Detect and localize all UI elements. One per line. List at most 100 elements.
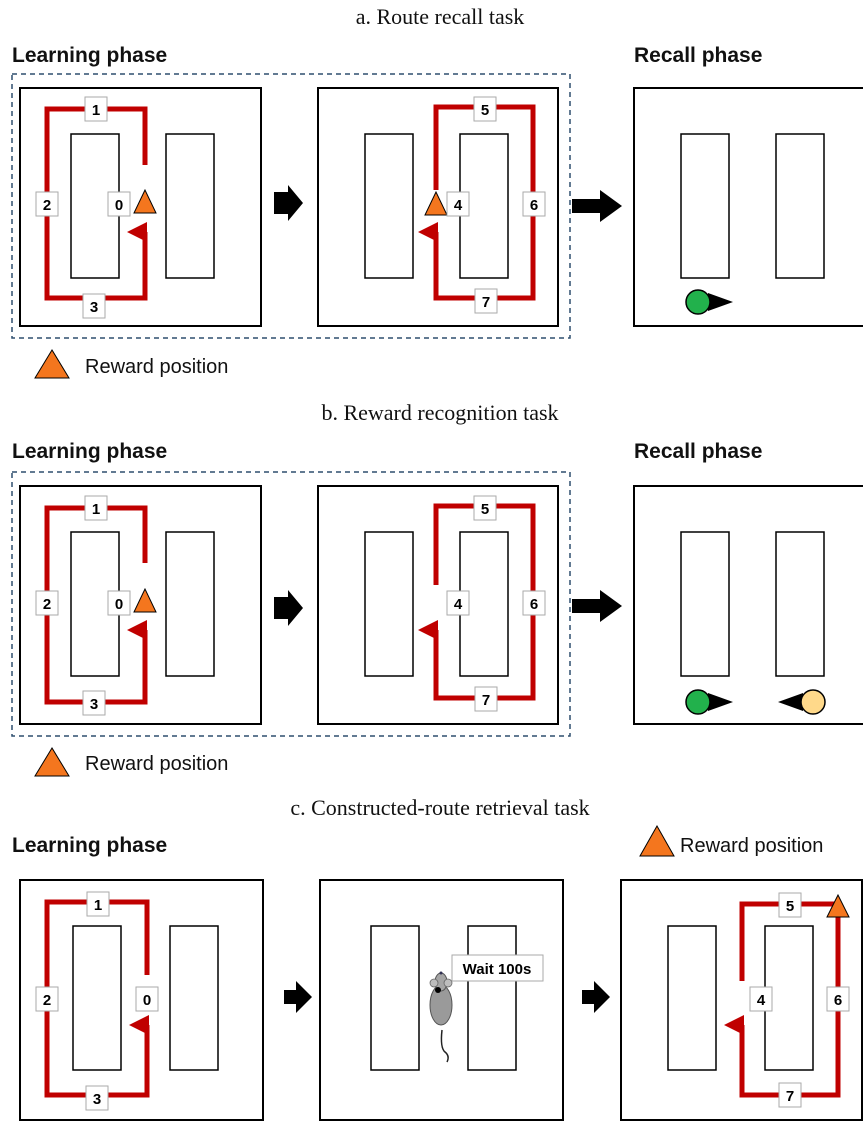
reward-triangle-icon xyxy=(133,188,157,214)
segment-label: 0 xyxy=(115,197,123,214)
panel-c-title: c. Constructed-route retrieval task xyxy=(290,795,589,820)
maze-c2-wait: Wait 100s xyxy=(319,879,564,1121)
maze-b2: 5 4 6 7 xyxy=(317,485,559,725)
segment-label: 7 xyxy=(786,1088,794,1105)
segment-label: 2 xyxy=(43,596,51,613)
segment-label: 5 xyxy=(481,501,489,518)
arrow-right-icon xyxy=(274,590,303,626)
maze-block xyxy=(72,925,122,1071)
maze-block xyxy=(165,133,215,279)
wait-label-box xyxy=(451,954,544,982)
maze-block xyxy=(775,133,825,279)
panel-a: a. Route recall task Learning phase Reca… xyxy=(11,4,863,379)
maze-block xyxy=(169,925,219,1071)
segment-label-box xyxy=(82,293,106,319)
maze-a3-recall xyxy=(633,87,863,327)
segment-label-box xyxy=(35,986,59,1012)
maze-frame xyxy=(633,485,863,725)
segment-label-box xyxy=(522,191,546,217)
segment-label-box xyxy=(84,96,108,122)
maze-b3-recall xyxy=(633,485,863,725)
segment-label: 2 xyxy=(43,197,51,214)
maze-frame xyxy=(633,87,863,327)
segment-label-box xyxy=(474,686,498,712)
segment-label: 1 xyxy=(92,102,100,119)
agent-start-icon xyxy=(685,689,711,715)
segment-label-box xyxy=(749,986,773,1012)
panel-c: c. Constructed-route retrieval task Lear… xyxy=(12,795,863,1121)
panel-b-recall-label: Recall phase xyxy=(634,440,762,463)
segment-label: 7 xyxy=(482,294,490,311)
segment-label: 3 xyxy=(90,696,98,713)
reward-legend-icon xyxy=(639,824,675,857)
segment-label: 2 xyxy=(43,992,51,1009)
reward-legend-icon xyxy=(34,747,70,777)
segment-label: 6 xyxy=(530,596,538,613)
segment-label: 1 xyxy=(92,501,100,518)
segment-label: 6 xyxy=(834,992,842,1009)
arrow-right-icon xyxy=(284,981,312,1013)
segment-label-box xyxy=(86,891,110,917)
reward-legend-label: Reward position xyxy=(85,356,228,378)
segment-label-box xyxy=(473,495,497,521)
heading-arrow-icon xyxy=(708,293,733,311)
panel-b-title: b. Reward recognition task xyxy=(321,400,558,425)
segment-label: 0 xyxy=(143,992,151,1009)
reward-legend-label: Reward position xyxy=(85,753,228,775)
reward-triangle-icon xyxy=(133,587,157,613)
segment-label: 4 xyxy=(757,992,766,1009)
agent-second-icon xyxy=(800,689,826,715)
segment-label: 4 xyxy=(454,596,463,613)
reward-legend-label: Reward position xyxy=(680,835,823,857)
segment-label-box xyxy=(778,892,802,918)
segment-label-box xyxy=(82,690,106,716)
segment-label-box xyxy=(446,590,470,616)
segment-label-box xyxy=(35,191,59,217)
segment-label: 0 xyxy=(115,596,123,613)
segment-label-box xyxy=(522,590,546,616)
segment-label-box xyxy=(778,1082,802,1108)
segment-label-box xyxy=(85,1085,109,1111)
segment-label-box xyxy=(826,986,850,1012)
maze-block xyxy=(764,925,814,1071)
maze-block xyxy=(667,925,717,1071)
heading-arrow-icon xyxy=(708,693,733,711)
segment-label-box xyxy=(474,288,498,314)
segment-label: 3 xyxy=(93,1091,101,1108)
wait-label: Wait 100s xyxy=(463,961,532,978)
segment-label-box xyxy=(446,191,470,217)
segment-label: 1 xyxy=(94,897,102,914)
segment-label-box xyxy=(473,96,497,122)
segment-label-box xyxy=(35,590,59,616)
panel-b: b. Reward recognition task Learning phas… xyxy=(11,400,863,777)
segment-label: 6 xyxy=(530,197,538,214)
mouse-icon xyxy=(429,971,453,1063)
segment-label: 5 xyxy=(481,102,489,119)
reward-legend-icon xyxy=(34,349,70,379)
maze-block xyxy=(775,531,825,677)
learning-phase-dashed-border xyxy=(11,471,571,737)
maze-c3: 5 4 6 7 xyxy=(620,879,863,1121)
segment-label-box xyxy=(135,986,159,1012)
reward-triangle-icon xyxy=(424,190,448,216)
maze-block xyxy=(364,133,414,279)
segment-label: 3 xyxy=(90,299,98,316)
panel-a-title: a. Route recall task xyxy=(356,4,525,29)
maze-b1: 1 2 0 3 xyxy=(19,485,262,725)
segment-label-box xyxy=(84,495,108,521)
arrow-right-icon xyxy=(572,590,622,622)
panel-c-learning-label: Learning phase xyxy=(12,834,167,857)
maze-block xyxy=(680,133,730,279)
segment-label: 4 xyxy=(454,197,463,214)
segment-label-box xyxy=(107,590,131,616)
segment-label-box xyxy=(107,191,131,217)
maze-block xyxy=(467,925,517,1071)
maze-block xyxy=(680,531,730,677)
panel-b-learning-label: Learning phase xyxy=(12,440,167,463)
arrow-right-icon xyxy=(582,981,610,1013)
segment-label: 5 xyxy=(786,898,794,915)
arrow-right-icon xyxy=(572,190,622,222)
heading-arrow-icon xyxy=(778,693,803,711)
maze-block xyxy=(370,925,420,1071)
